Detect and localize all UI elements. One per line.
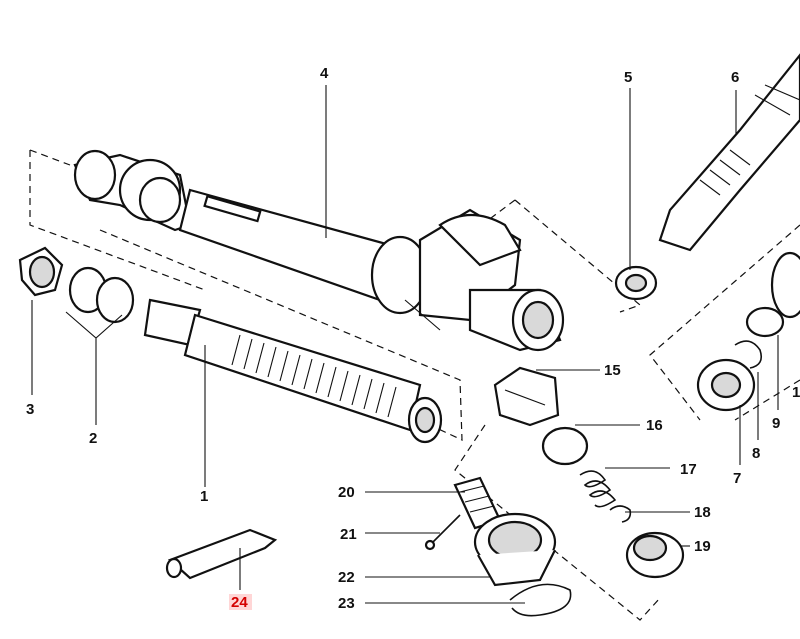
part-15-thrust-piece [493,366,560,427]
part-3-bushing [18,246,64,297]
part-6-pinion-shaft [658,53,800,252]
callout-1: 1 [200,488,208,505]
callout-8: 8 [752,445,760,462]
part-7-bearing [696,358,756,412]
part-18-circlip [609,505,632,523]
part-24-grease-tube [165,528,278,580]
callout-16: 16 [646,417,663,434]
part-5-bearing [614,265,658,301]
part-21-pin [424,514,461,551]
part-8-circlip [734,340,763,369]
callout-6: 6 [731,69,739,86]
callout-1-cropped: 1 [792,384,800,401]
callout-20: 20 [338,484,355,501]
callout-21: 21 [340,526,357,543]
part-1-rack [143,298,443,444]
callout-18: 18 [694,504,711,521]
callout-4: 4 [320,65,329,82]
callout-24[interactable]: 24 [231,594,248,611]
part-22-cover [473,512,557,587]
part-17-spring [579,470,617,508]
callout-7: 7 [733,470,741,487]
callout-17: 17 [680,461,697,478]
callout-19: 19 [694,538,711,555]
part-16-o-ring [541,426,589,466]
part-4-rack-housing [73,149,565,352]
callout-9: 9 [772,415,780,432]
callout-2: 2 [89,430,97,447]
callout-labels: 4 5 6 3 2 1 15 16 17 18 19 20 21 22 23 7… [26,65,800,612]
part-19-adjusting-nut [625,531,685,579]
part-23-snap-ring [509,583,572,617]
callout-24-highlight [229,594,252,610]
callout-23: 23 [338,595,355,612]
callout-22: 22 [338,569,355,586]
part-right-edge-cap [770,251,800,319]
part-9-seal-ring [745,306,785,338]
leader-lines [31,85,779,604]
part-2-o-rings [68,266,135,324]
callout-3: 3 [26,401,34,418]
callout-5: 5 [624,69,632,86]
callout-15: 15 [604,362,621,379]
